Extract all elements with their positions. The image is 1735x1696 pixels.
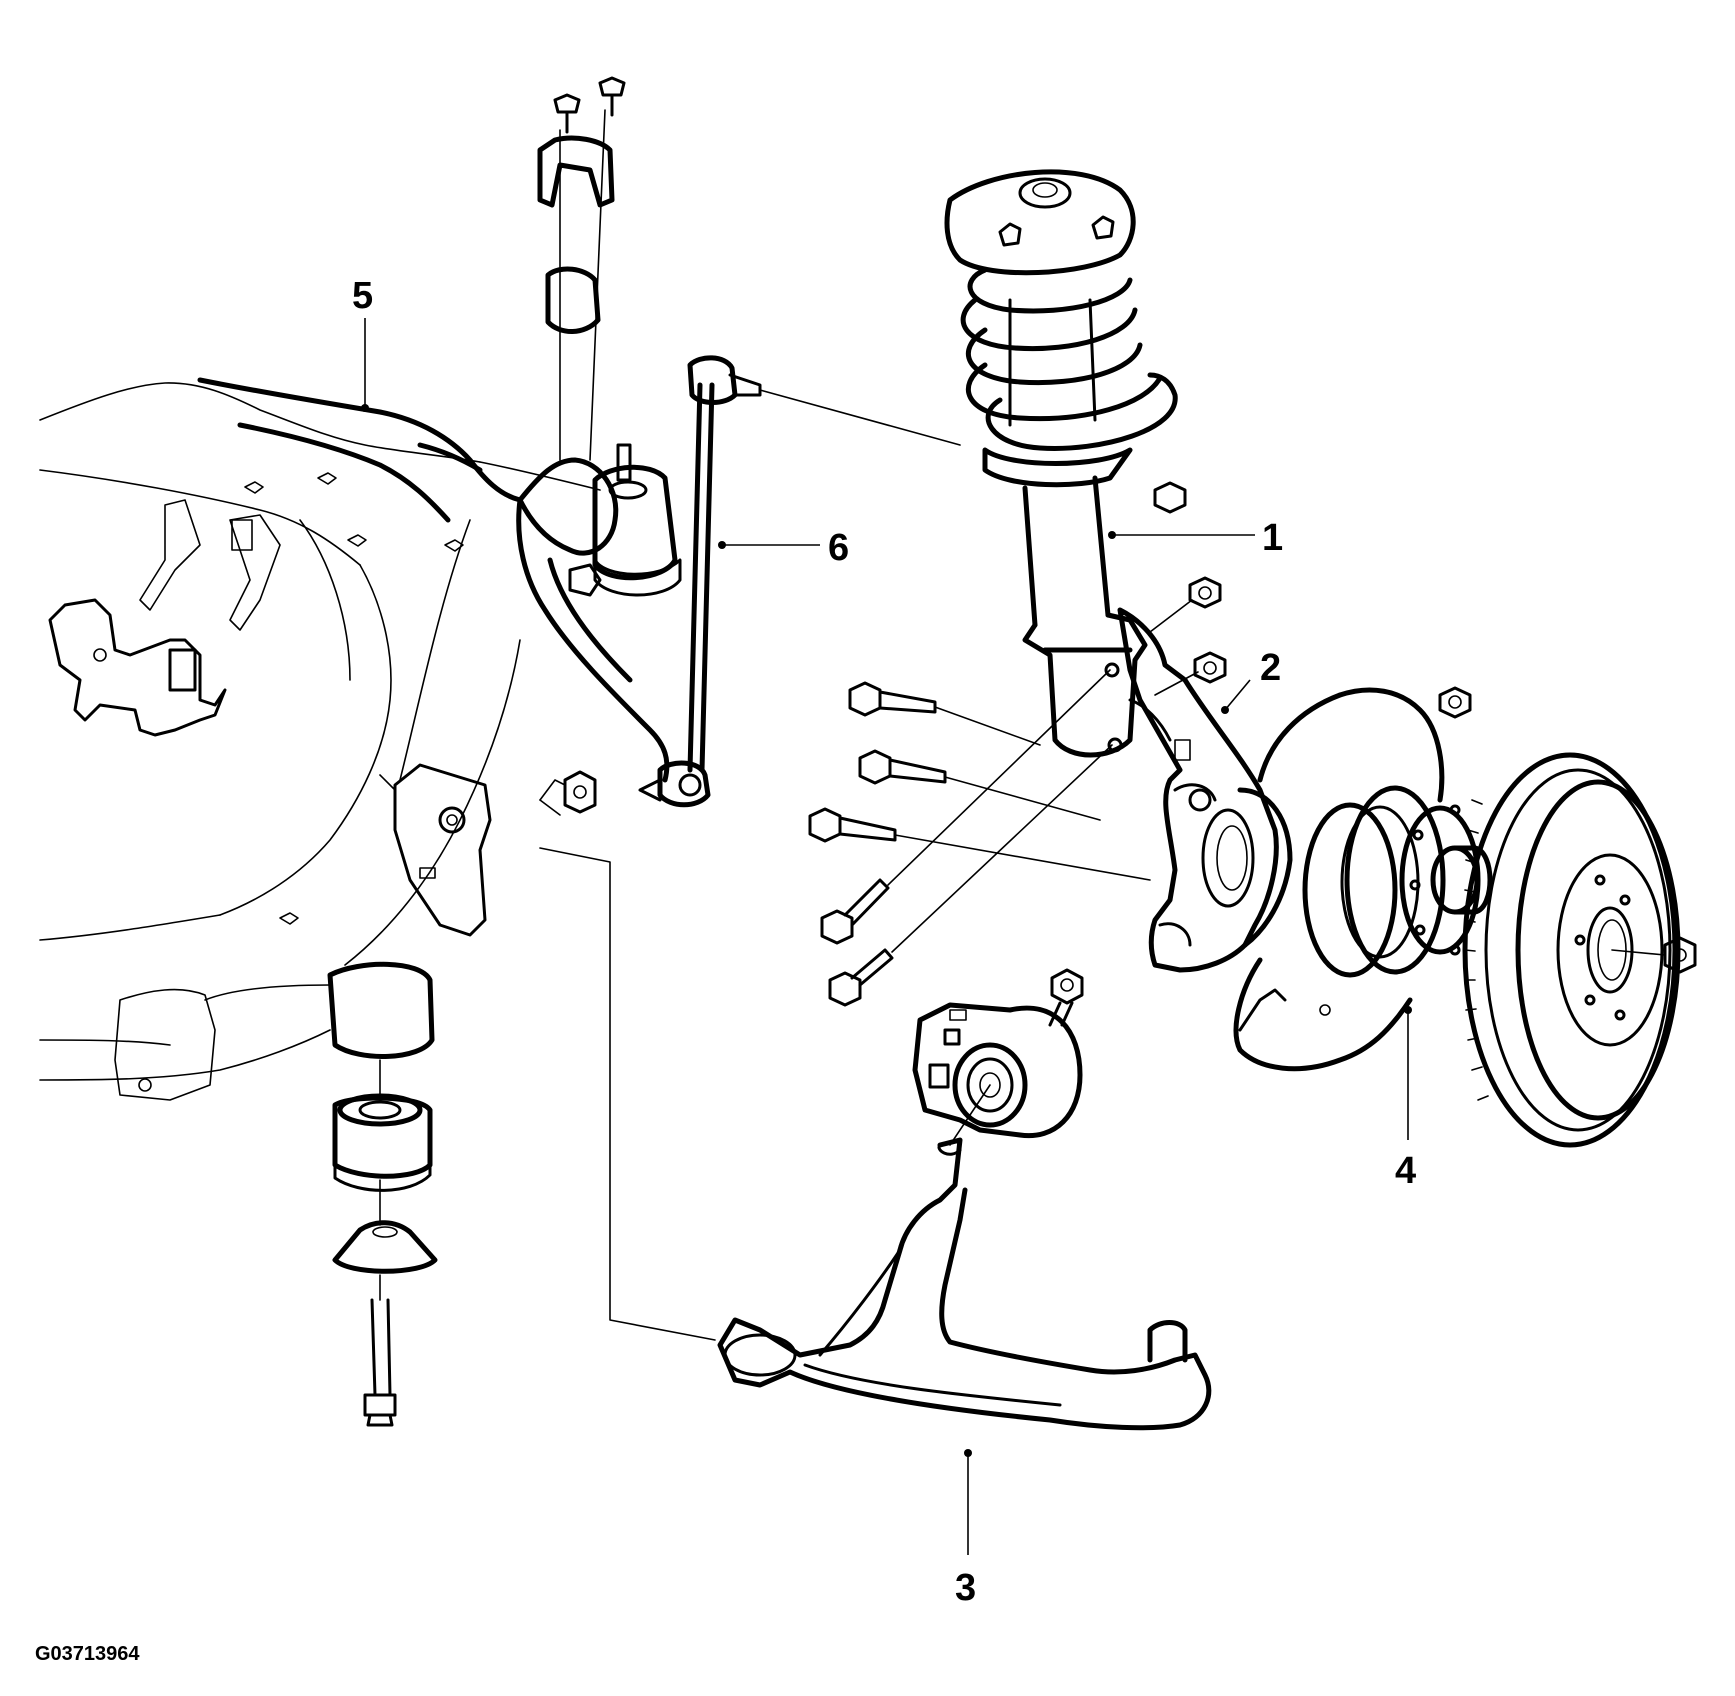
stabilizer-bar [197, 76, 670, 783]
hub-bolt [1611, 936, 1697, 974]
callout-1: 1 [1108, 517, 1283, 559]
callout-label-4: 4 [1395, 1150, 1416, 1192]
strut-knuckle-bolts [808, 669, 1151, 1007]
strut-assembly [944, 169, 1178, 758]
bushing-bolt [1048, 968, 1084, 1027]
callout-5: 5 [352, 275, 373, 412]
brake-dust-shield [1233, 687, 1445, 1072]
bushing-alignment-line [949, 1084, 991, 1146]
lower-arm-rear-bushing [912, 1002, 1083, 1139]
engine-mount-bracket [48, 598, 227, 737]
callout-6: 6 [718, 527, 849, 569]
subframe [39, 382, 601, 1101]
callout-label-3: 3 [955, 1567, 976, 1609]
lower-control-arm [717, 1137, 1212, 1431]
callout-4: 4 [1395, 1006, 1416, 1192]
callout-label-2: 2 [1260, 647, 1281, 689]
strut-top-nut [1153, 481, 1187, 514]
subframe-bracket [379, 763, 492, 937]
knuckle-nuts [1149, 576, 1472, 719]
strut-tower-mount [592, 443, 682, 597]
brake-disc [1462, 752, 1681, 1148]
assembly-reference-lines [539, 389, 961, 1341]
callout-label-5: 5 [352, 275, 373, 317]
steering-knuckle [1117, 607, 1293, 973]
callout-label-6: 6 [828, 527, 849, 569]
stabilizer-nut [539, 770, 597, 816]
subframe-mount-bushing [327, 961, 438, 1427]
callout-label-1: 1 [1262, 517, 1283, 559]
callout-3: 3 [955, 1449, 976, 1609]
wheel-hub-bearing [1302, 785, 1493, 978]
callout-2: 2 [1221, 647, 1281, 714]
figure-id: G03713964 [35, 1643, 140, 1665]
